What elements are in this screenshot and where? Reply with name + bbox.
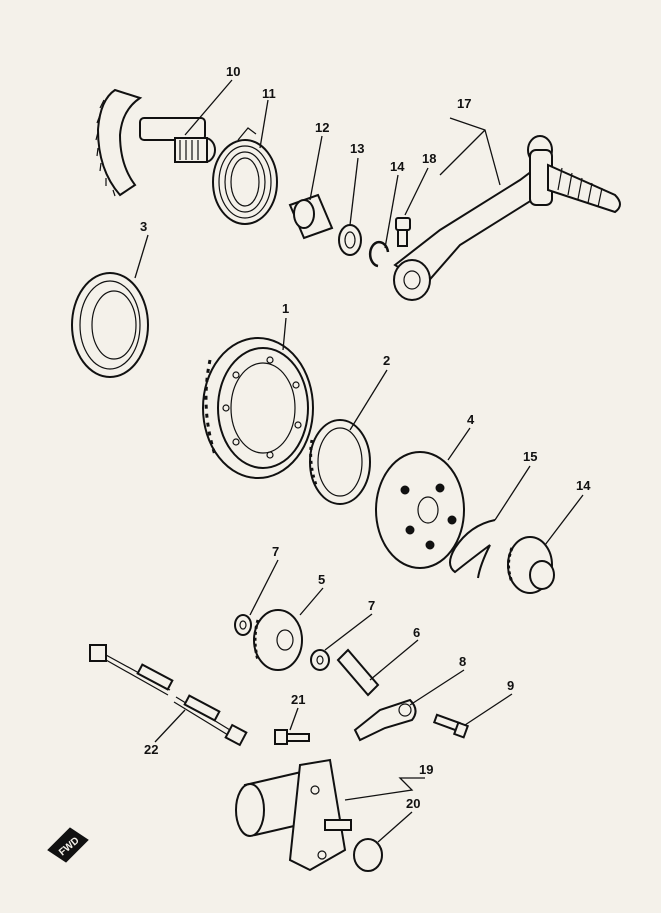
- callout-2: 2: [383, 353, 390, 368]
- callout-10: 10: [226, 64, 240, 79]
- callout-13: 13: [350, 141, 364, 156]
- callout-8: 8: [459, 654, 466, 669]
- callout-7b: 7: [368, 598, 375, 613]
- callout-5: 5: [318, 572, 325, 587]
- part-11-spring: [212, 127, 278, 225]
- part-8-plate: [353, 698, 417, 742]
- callout-9: 9: [507, 678, 514, 693]
- callout-20: 20: [406, 796, 420, 811]
- callout-22: 22: [144, 742, 158, 757]
- part-3-oil-seal: [71, 272, 149, 378]
- part-17-kick-lever: [393, 135, 621, 301]
- part-7-washer-a: [234, 614, 252, 636]
- part-18-bolt: [395, 217, 411, 247]
- callout-19: 19: [419, 762, 433, 777]
- part-21-bolt: [274, 729, 310, 745]
- callout-1: 1: [282, 301, 289, 316]
- part-7-washer-b: [310, 649, 330, 671]
- callout-11: 11: [262, 86, 276, 101]
- callout-21: 21: [291, 692, 305, 707]
- part-19-starter-motor: [235, 758, 352, 872]
- callout-18: 18: [422, 151, 436, 166]
- leader-lines: [134, 79, 584, 843]
- part-2-one-way-clutch: [309, 419, 371, 505]
- part-12-sleeve: [288, 193, 334, 240]
- callout-6: 6: [413, 625, 420, 640]
- callout-12: 12: [315, 120, 329, 135]
- callout-3: 3: [140, 219, 147, 234]
- part-22-lead-wire: [89, 644, 248, 747]
- part-16-spring-clip: [449, 519, 496, 579]
- part-6-shaft: [336, 648, 380, 697]
- part-10-kick-gear: [95, 88, 216, 197]
- callout-15: 14: [576, 478, 591, 493]
- fwd-arrow-icon: FWD: [47, 827, 89, 863]
- part-20-o-ring: [353, 838, 383, 872]
- callout-16: 15: [523, 449, 537, 464]
- callout-14: 14: [390, 159, 405, 174]
- part-13-washer: [338, 224, 362, 256]
- part-15-drive-gear: [507, 536, 555, 594]
- part-1-ring-gear: [202, 337, 314, 479]
- part-4-clutch-plate: [375, 451, 465, 569]
- callout-7a: 7: [272, 544, 279, 559]
- part-5-idler-gear: [253, 609, 303, 671]
- callout-17: 17: [457, 96, 471, 111]
- callout-labels: 10 11 12 13 14 18 17 3 1 2 4 15 14 7 5 7…: [140, 64, 591, 811]
- callout-4: 4: [467, 412, 475, 427]
- part-9-bolt: [432, 713, 470, 739]
